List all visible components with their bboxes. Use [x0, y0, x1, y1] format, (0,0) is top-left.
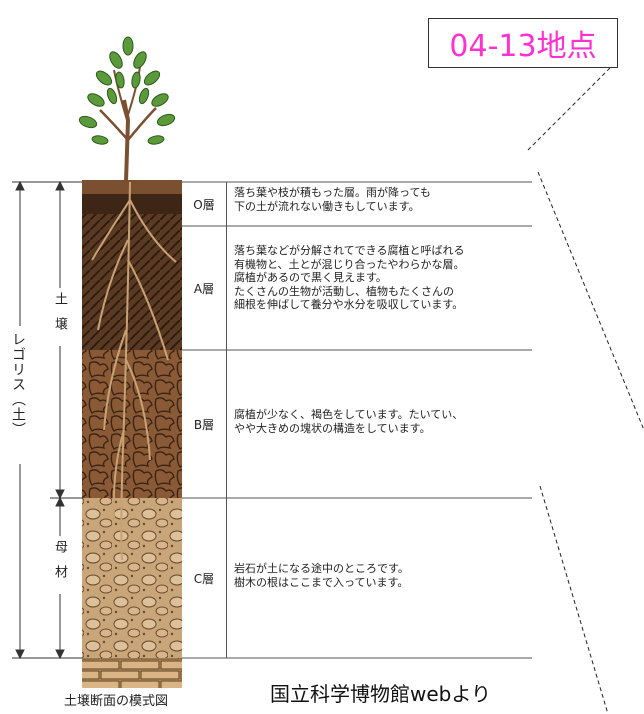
layer-code-c: C層 [182, 498, 227, 658]
layer-code-a: A層 [182, 226, 227, 350]
layer-desc-o: 落ち葉や枝が積もった層。雨が降っても 下の土が流れない働きもしています。 [234, 186, 431, 213]
layer-row-o: O層 落ち葉や枝が積もった層。雨が降っても 下の土が流れない働きもしています。 [182, 182, 532, 226]
site-label: 04-13地点 [449, 29, 597, 64]
regolith-label-wrap: レゴリス（土） [8, 330, 28, 443]
layer-desc-b: 腐植が少なく、褐色をしています。たいてい、 やや大きめの塊状の構造をしています。 [234, 408, 464, 435]
layer-desc-a: 落ち葉などが分解されてできる腐植と呼ばれる 有機物と、土とが混じり合ったやわらか… [234, 244, 465, 311]
regolith-label: レゴリス（土） [10, 332, 26, 437]
layer-code-o: O層 [182, 182, 227, 226]
callout-dashed-lines [527, 67, 644, 714]
diagram-caption: 土壌断面の模式図 [64, 694, 169, 709]
layer-code-b: B層 [182, 350, 227, 498]
parent-material-label-wrap: 母材 [50, 540, 69, 594]
layer-row-b: B層 腐植が少なく、褐色をしています。たいてい、 やや大きめの塊状の構造をしてい… [182, 350, 532, 498]
layer-row-c: C層 岩石が土になる途中のところです。 樹木の根はここまで入っています。 [182, 498, 532, 658]
soil-column [82, 180, 182, 688]
layer-desc-c: 岩石が土になる途中のところです。 樹木の根はここまで入っています。 [234, 562, 409, 589]
soil-label-wrap: 土壌 [50, 292, 69, 346]
parent-material-label: 母材 [52, 540, 67, 590]
layer-row-a: A層 落ち葉などが分解されてできる腐植と呼ばれる 有機物と、土とが混じり合ったや… [182, 226, 532, 350]
tree-illustration [78, 36, 176, 183]
left-brackets [12, 180, 82, 660]
soil-label: 土壌 [52, 292, 67, 342]
source-credit: 国立科学博物館webより [270, 682, 491, 706]
layer-boundaries [182, 181, 532, 659]
site-label-box: 04-13地点 [428, 18, 618, 68]
